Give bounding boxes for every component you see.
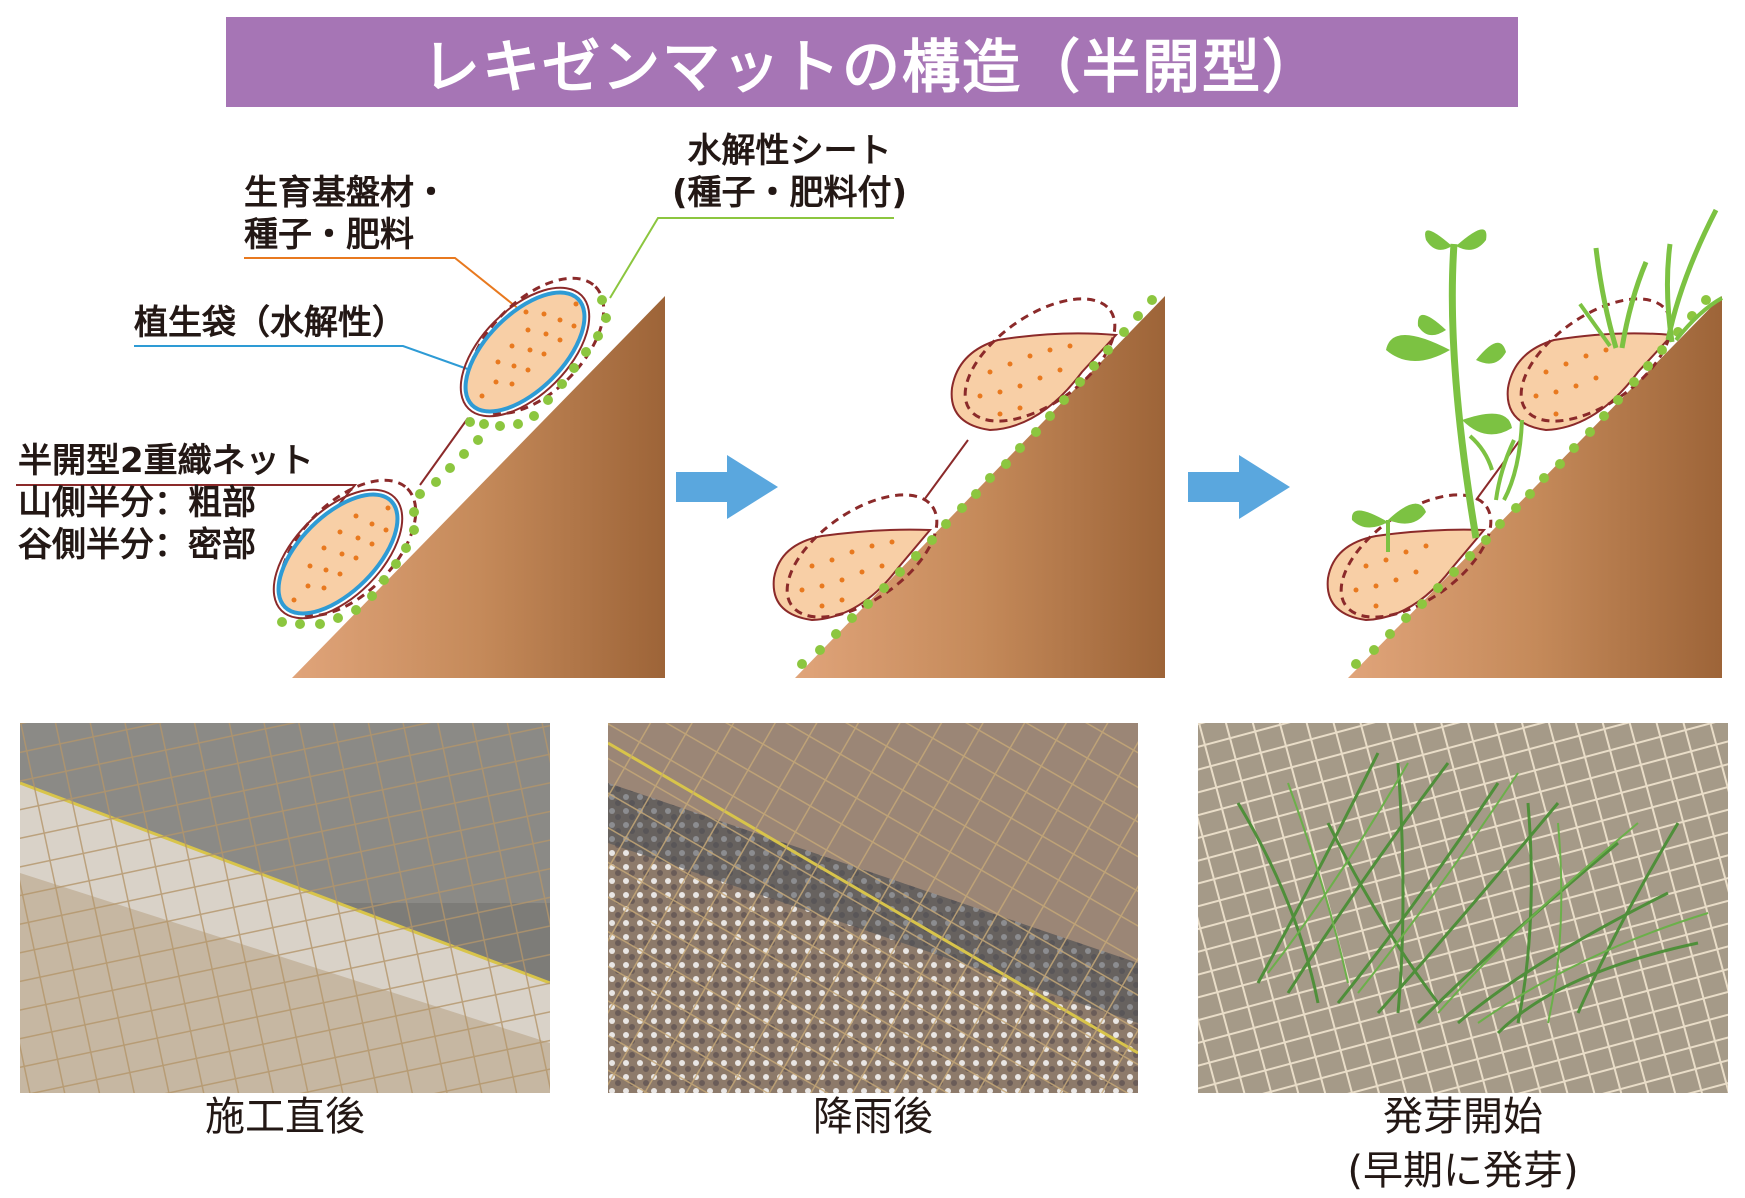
stage-1-diagram xyxy=(16,217,894,678)
arrow-1 xyxy=(676,455,778,519)
label-bag-text: 植生袋（水解性） xyxy=(134,303,406,343)
photo-germination xyxy=(1198,723,1728,1093)
label-sheet-line1: 水解性シート xyxy=(687,131,892,171)
structure-diagram xyxy=(16,208,1723,678)
lower-bag xyxy=(272,478,418,620)
caption-photo-1: 施工直後 xyxy=(160,1090,410,1144)
net-dots-2 xyxy=(797,295,1157,669)
arrow-2 xyxy=(1188,455,1290,519)
slope-2 xyxy=(795,296,1165,678)
photo-after-rain xyxy=(608,723,1138,1093)
upper-bag xyxy=(459,276,606,418)
plant-sprouts xyxy=(1351,208,1723,552)
caption-3-subtext: (早期に発芽) xyxy=(1347,1148,1579,1194)
net-dots-1 xyxy=(277,295,611,629)
net-dots-3 xyxy=(1351,295,1711,669)
leader-sheet xyxy=(609,217,894,299)
label-bag: 植生袋（水解性） xyxy=(134,302,406,344)
title-banner: レキゼンマットの構造（半開型） xyxy=(226,17,1518,107)
label-net: 半開型2重織ネット 山側半分：粗部 谷側半分：密部 xyxy=(18,440,314,566)
caption-1-text: 施工直後 xyxy=(205,1094,365,1140)
label-base-line2: 種子・肥料 xyxy=(244,215,414,255)
label-net-line2: 山側半分：粗部 xyxy=(18,483,256,523)
slope-3 xyxy=(1348,296,1722,678)
photo-after-construction xyxy=(20,723,550,1093)
label-net-line1: 半開型2重織ネット xyxy=(18,441,314,481)
label-sheet-line2: (種子・肥料付) xyxy=(672,173,908,213)
label-net-line3: 谷側半分：密部 xyxy=(18,525,256,565)
label-sheet: 水解性シート (種子・肥料付) xyxy=(672,130,907,214)
label-base: 生育基盤材・ 種子・肥料 xyxy=(244,172,448,256)
caption-photo-3: 発芽開始 (早期に発芽) xyxy=(1338,1090,1588,1198)
caption-photo-2: 降雨後 xyxy=(748,1090,998,1144)
label-base-line1: 生育基盤材・ xyxy=(244,173,448,213)
caption-3-text: 発芽開始 xyxy=(1383,1094,1543,1140)
stage-3-diagram xyxy=(1326,208,1723,678)
caption-2-text: 降雨後 xyxy=(813,1094,933,1140)
stage-2-diagram xyxy=(772,295,1165,678)
page-title: レキゼンマットの構造（半開型） xyxy=(421,33,1322,101)
leader-bag xyxy=(134,345,477,373)
leader-base xyxy=(244,257,531,319)
